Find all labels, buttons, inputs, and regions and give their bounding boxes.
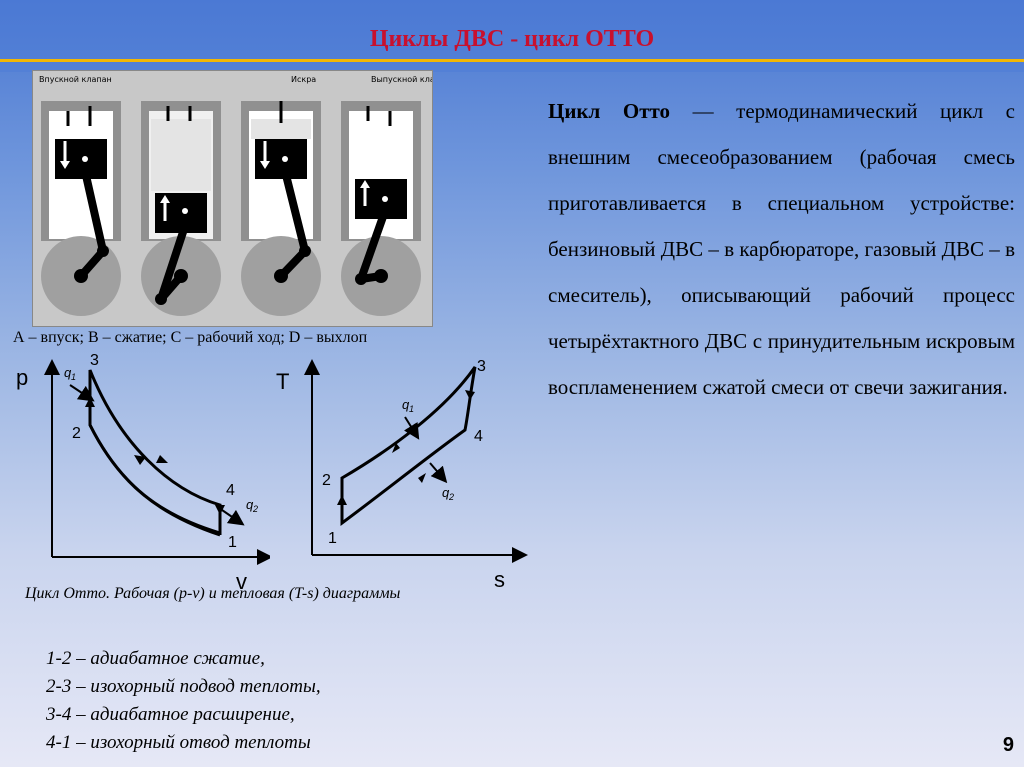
spark-label: Искра — [291, 75, 316, 84]
svg-text:1: 1 — [409, 404, 414, 414]
cylinder-b-compression — [141, 101, 221, 316]
t-axis-label: T — [276, 369, 289, 394]
ts-point-4: 4 — [474, 428, 483, 445]
svg-text:1: 1 — [71, 372, 76, 382]
ts-q2-label: q — [442, 485, 450, 500]
process-item: 1-2 – адиабатное сжатие, — [46, 648, 265, 669]
pv-point-4: 4 — [226, 482, 235, 499]
pv-diagram: p v 3 2 4 1 q 1 q 2 — [10, 345, 273, 595]
ts-point-3: 3 — [477, 358, 486, 375]
pv-point-1: 1 — [228, 534, 237, 551]
ts-q1-label: q — [402, 397, 410, 412]
svg-text:2: 2 — [252, 504, 258, 514]
intake-valve-label: Впускной клапан — [39, 75, 112, 84]
s-axis-label: s — [494, 567, 505, 592]
engine-strokes-illustration: Впускной клапан Искра Выпускной клапан — [32, 70, 433, 327]
illustration-caption: А – впуск; В – сжатие; С – рабочий ход; … — [13, 329, 368, 346]
definition-term: Цикл Отто — [548, 99, 671, 123]
ts-cycle-curve — [340, 366, 477, 526]
ts-point-1: 1 — [328, 530, 337, 547]
cylinder-d-exhaust — [341, 101, 421, 316]
process-item: 2-3 – изохорный подвод теплоты, — [46, 676, 321, 697]
cylinder-c-power — [241, 101, 321, 316]
ts-point-2: 2 — [322, 472, 331, 489]
pv-point-3: 3 — [90, 352, 99, 369]
v-axis-label: v — [236, 569, 247, 594]
definition-text: — термодинамический цикл с внешним смесе… — [548, 99, 1015, 399]
exhaust-valve-label: Выпускной клапан — [371, 75, 432, 84]
p-axis-label: p — [16, 365, 28, 390]
ts-diagram: T s 3 4 2 1 q 1 q 2 — [270, 345, 530, 595]
diagrams-caption: Цикл Отто. Рабочая (p-v) и тепловая (T-s… — [25, 585, 401, 602]
process-list: 1-2 – адиабатное сжатие, 2-3 – изохорный… — [46, 645, 321, 757]
svg-text:2: 2 — [448, 492, 454, 502]
pv-cycle-curve — [88, 369, 222, 535]
pv-q1-label: q — [64, 365, 72, 380]
process-item: 4-1 – изохорный отвод теплоты — [46, 732, 311, 753]
otto-cycle-definition: Цикл Отто — термодинамический цикл с вне… — [548, 88, 1015, 410]
pv-point-2: 2 — [72, 425, 81, 442]
title-underline — [0, 59, 1024, 62]
cylinder-a-intake — [41, 101, 121, 316]
pv-q2-label: q — [246, 497, 254, 512]
slide-title: Циклы ДВС - цикл ОТТО — [369, 26, 655, 52]
slide-number: 9 — [1002, 734, 1014, 756]
process-item: 3-4 – адиабатное расширение, — [46, 704, 295, 725]
